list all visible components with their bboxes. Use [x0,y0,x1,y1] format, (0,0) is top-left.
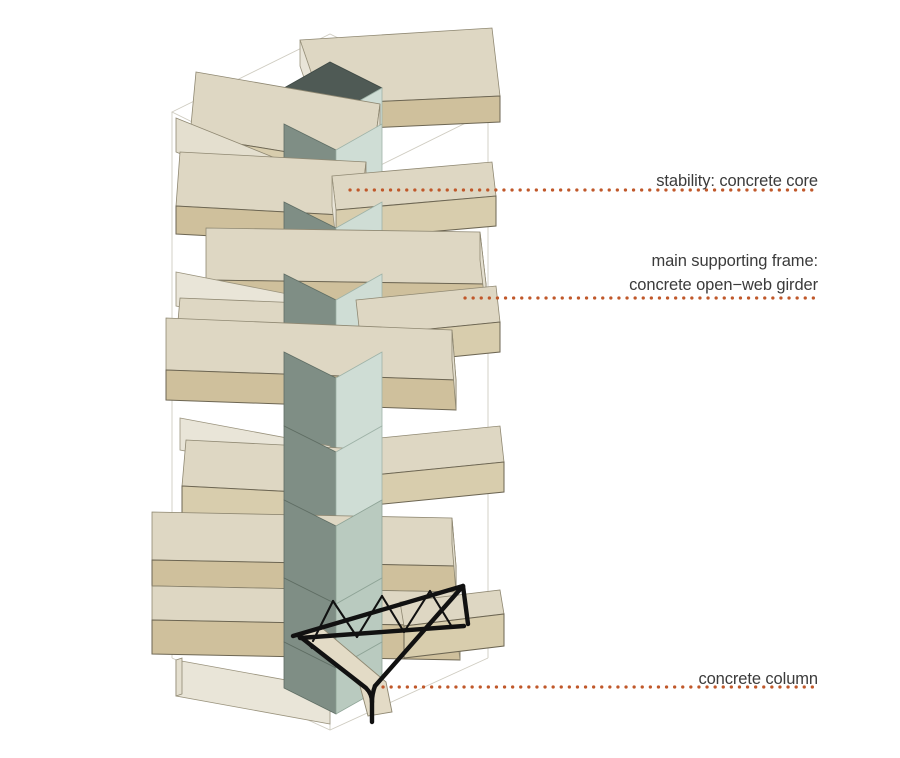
label-concrete-column: concrete column [698,670,818,688]
truss-main-diagonal [372,583,466,689]
floor-slab-3-wing [359,425,505,507]
truss-web-5 [402,589,432,634]
truss-web-3 [355,594,384,639]
truss-left-stub [299,634,314,650]
truss-end-post [460,583,471,627]
floor-slab-4 [165,317,457,411]
label-main-frame-line-2: concrete open−web girder [629,276,818,294]
truss-web-4 [380,594,406,634]
core-segment-5 [283,351,383,453]
truss-web-1 [311,599,335,643]
truss-bottom-chord [297,623,467,641]
truss-web-2 [331,599,359,639]
core-segment-4 [283,425,383,527]
truss-top-chord [290,583,466,639]
floor-slab-1 [175,657,331,725]
core-segment-3 [283,499,383,669]
label-stability-core-line-1: stability: concrete core [656,172,818,190]
label-stability-core: stability: concrete core [656,172,818,190]
label-main-frame-line-1: main supporting frame: [651,252,818,270]
column-outline-right [369,683,378,705]
truss-web-6 [428,589,454,629]
annotation-layer: stability: concrete core main supporting… [348,172,820,689]
open-web-girder-overlay [290,583,471,725]
